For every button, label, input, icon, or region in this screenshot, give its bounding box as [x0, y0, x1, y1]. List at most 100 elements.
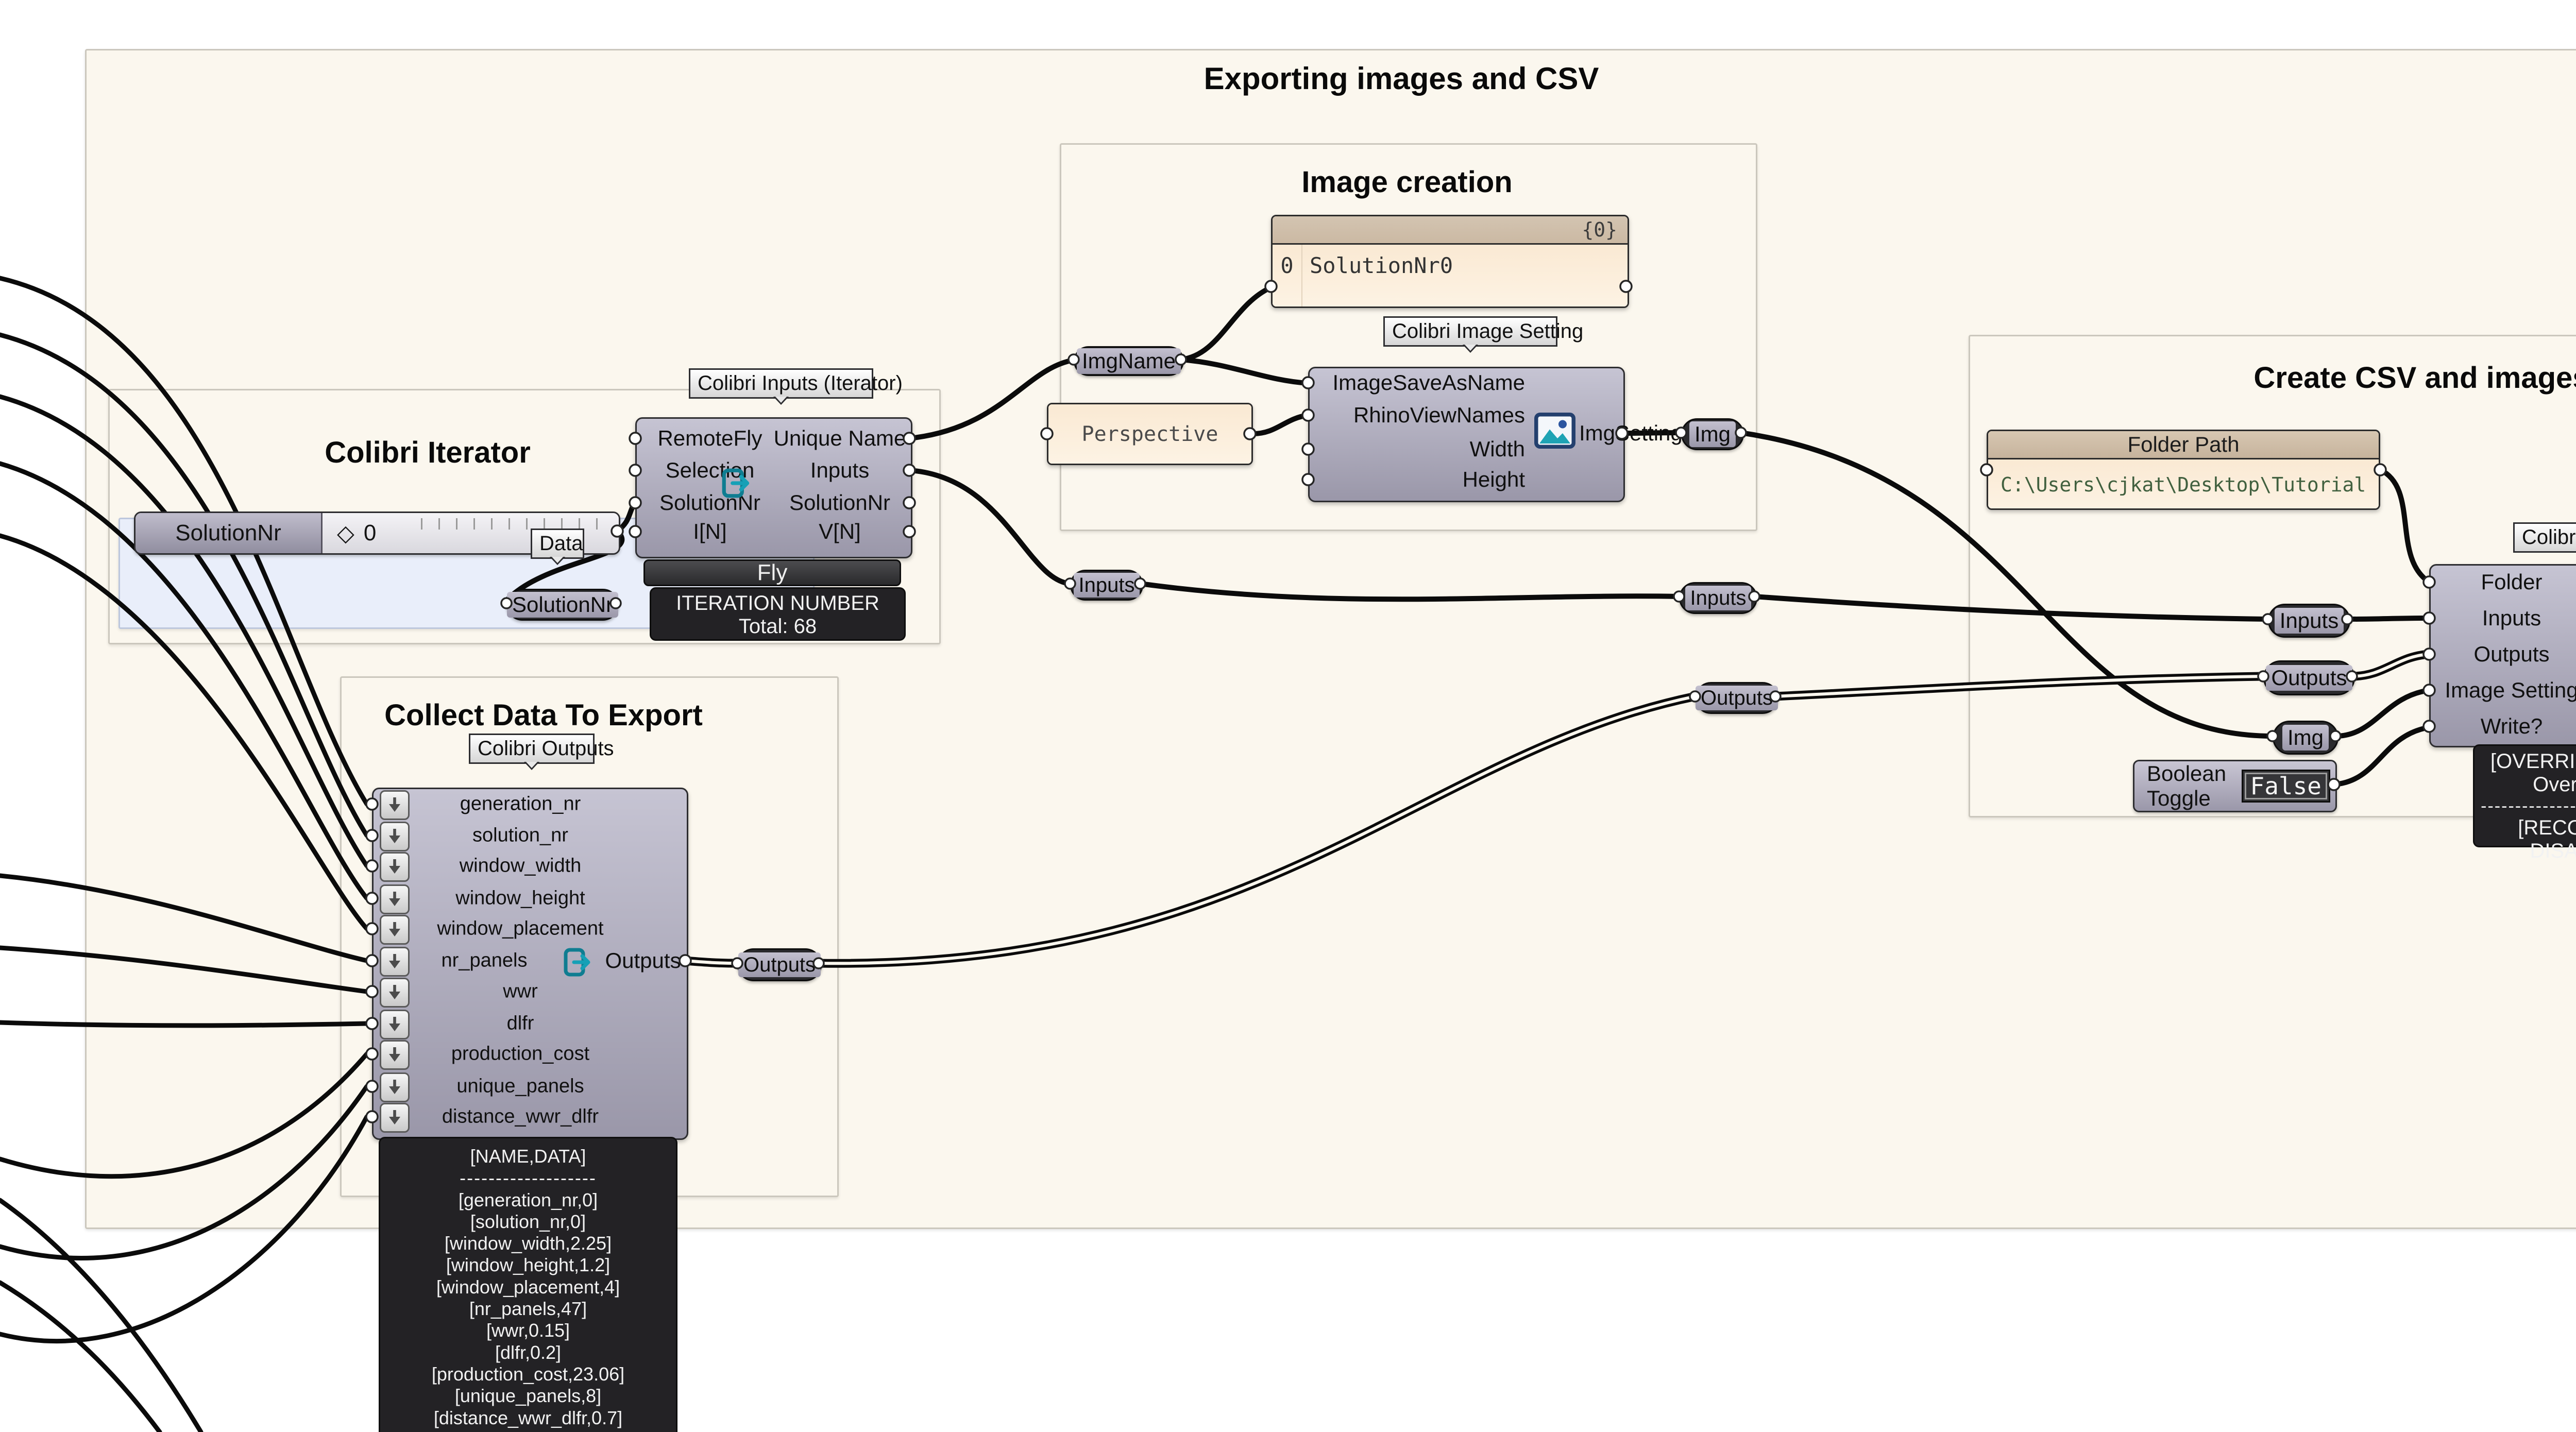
- relay-outputs-2[interactable]: Outputs: [1695, 682, 1778, 714]
- input-selection: Selection: [665, 458, 755, 482]
- colibri-outputs-tooltip: Colibri Outputs: [469, 734, 614, 764]
- input-unique-panels: unique_panels: [456, 1075, 584, 1097]
- input-production-cost: production_cost: [451, 1043, 590, 1065]
- slider-name: SolutionNr: [135, 513, 323, 553]
- row-text: SolutionNr0: [1310, 253, 1453, 278]
- flatten-icon[interactable]: [380, 1103, 410, 1133]
- output-solutionnr: SolutionNr: [789, 490, 891, 515]
- relay-label: Inputs: [1073, 573, 1140, 598]
- fly-button[interactable]: Fly: [643, 559, 901, 586]
- slider-ticks: [405, 518, 598, 530]
- relay-label: SolutionNr: [506, 591, 619, 618]
- perspective-panel[interactable]: Perspective: [1047, 403, 1253, 465]
- relay-outputs-3[interactable]: Outputs: [2263, 660, 2355, 695]
- input-outputs: Outputs: [2473, 642, 2550, 666]
- input-solution-nr: solution_nr: [472, 824, 568, 846]
- title-create-csv: Create CSV and images: [2253, 361, 2576, 395]
- relay-imgname[interactable]: ImgName: [1074, 346, 1184, 376]
- output-vn: V[N]: [819, 519, 861, 543]
- input-dlfr: dlfr: [506, 1012, 534, 1034]
- flatten-icon[interactable]: [380, 978, 410, 1008]
- boolean-toggle[interactable]: Boolean Toggle False: [2133, 760, 2337, 812]
- relay-img-2[interactable]: Img: [2273, 721, 2338, 755]
- slider-handle-icon[interactable]: ◇: [337, 520, 354, 546]
- input-remotefly: RemoteFly: [657, 426, 762, 450]
- wire: [0, 1280, 162, 1432]
- input-height: Height: [1462, 467, 1525, 491]
- iteration-total: Total: 68: [738, 615, 817, 638]
- panel-body: Perspective: [1048, 404, 1251, 464]
- export-icon: [722, 468, 750, 498]
- data-tag: Data: [531, 529, 584, 559]
- input-distance-wwr-dlfr: distance_wwr_dlfr: [442, 1105, 599, 1128]
- output-imgsetting: ImgSetting: [1579, 421, 1683, 445]
- relay-label: Img: [2282, 724, 2329, 751]
- slider-value: 0: [363, 520, 377, 545]
- output-inputs: Inputs: [810, 458, 870, 482]
- title-image-creation: Image creation: [1301, 165, 1513, 199]
- input-nr-panels: nr_panels: [441, 949, 528, 971]
- row-index: 0: [1273, 245, 1302, 306]
- flatten-icon[interactable]: [380, 947, 410, 977]
- colibri-image-setting-tooltip: Colibri Image Setting: [1383, 316, 1583, 347]
- input-window-width: window_width: [459, 855, 582, 877]
- panel-path: C:\Users\cjkat\Desktop\Tutorial: [1988, 459, 2379, 508]
- flatten-icon[interactable]: [380, 915, 410, 945]
- relay-img-1[interactable]: Img: [1681, 418, 1744, 450]
- relay-label: Inputs: [1685, 586, 1752, 610]
- export-icon: [564, 948, 590, 977]
- panel-line: [generation_nr,0]: [458, 1189, 598, 1211]
- relay-inputs-2[interactable]: Inputs: [1679, 582, 1757, 614]
- iteration-number-panel: ITERATION NUMBER Total: 68: [650, 587, 906, 641]
- folder-path-panel[interactable]: Folder Path C:\Users\cjkat\Desktop\Tutor…: [1987, 430, 2380, 510]
- override-all-label: OverrideAll: [2533, 773, 2576, 796]
- title-colibri-iterator: Colibri Iterator: [325, 436, 531, 469]
- flatten-icon[interactable]: [380, 1040, 410, 1070]
- input-write: Write?: [2480, 714, 2543, 738]
- panel-body[interactable]: 0 SolutionNr0: [1273, 245, 1628, 306]
- input-window-height: window_height: [455, 887, 585, 909]
- colibri-outputs-component[interactable]: [372, 788, 688, 1140]
- relay-outputs-1[interactable]: Outputs: [737, 948, 822, 981]
- recording-disabled-label: [RECORDING DISABLED]: [2518, 816, 2576, 862]
- flatten-icon[interactable]: [380, 852, 410, 882]
- input-folder: Folder: [2481, 570, 2543, 594]
- colibri-inputs-component[interactable]: [635, 417, 912, 558]
- relay-label: Outputs: [1695, 686, 1778, 710]
- panel-line: [unique_panels,8]: [454, 1385, 602, 1407]
- name-data-panel: [NAME,DATA] ------------------- [generat…: [379, 1137, 677, 1432]
- output-unique-name: Unique Name: [773, 426, 906, 450]
- relay-label: ImgName: [1076, 348, 1181, 374]
- wire: [0, 1198, 204, 1432]
- status-divider: ------------------------------: [2481, 796, 2576, 816]
- input-width: Width: [1469, 437, 1525, 461]
- solutionnr0-panel[interactable]: {0} 0 SolutionNr0: [1271, 215, 1629, 308]
- colibri-aggregator-component[interactable]: [2429, 564, 2576, 747]
- relay-inputs-3[interactable]: Inputs: [2268, 604, 2350, 638]
- relay-label: Outputs: [738, 952, 821, 977]
- override-mode-label: [OVERRIDE MODE]: [2490, 750, 2576, 773]
- toggle-value[interactable]: False: [2241, 770, 2330, 803]
- panel-line: [wwr,0.15]: [486, 1320, 570, 1341]
- relay-solutionnr[interactable]: SolutionNr: [506, 589, 619, 621]
- colibri-inputs-tooltip: Colibri Inputs (Iterator): [689, 368, 903, 399]
- panel-line: [NAME,DATA]: [470, 1146, 586, 1167]
- title-exporting: Exporting images and CSV: [1204, 61, 1599, 96]
- flatten-icon[interactable]: [380, 884, 410, 914]
- flatten-icon[interactable]: [380, 1010, 410, 1039]
- panel-line: -------------------: [460, 1167, 597, 1189]
- flatten-icon[interactable]: [380, 822, 410, 851]
- colibri-aggregator-tooltip: Colibri Aggregator: [2513, 522, 2576, 553]
- input-wwr: wwr: [503, 980, 538, 1002]
- flatten-icon[interactable]: [380, 1072, 410, 1102]
- output-outputs: Outputs: [605, 948, 681, 973]
- input-generation-nr: generation_nr: [460, 793, 581, 815]
- relay-inputs-1[interactable]: Inputs: [1070, 570, 1143, 601]
- input-solutionnr: SolutionNr: [659, 490, 761, 515]
- input-rhinoviewnames: RhinoViewNames: [1353, 403, 1525, 427]
- aggregator-status-panel: [OVERRIDE MODE] OverrideAll ------------…: [2473, 744, 2576, 862]
- input-inputs: Inputs: [2482, 606, 2541, 630]
- panel-line: [distance_wwr_dlfr,0.7]: [433, 1407, 623, 1428]
- flatten-icon[interactable]: [380, 790, 410, 820]
